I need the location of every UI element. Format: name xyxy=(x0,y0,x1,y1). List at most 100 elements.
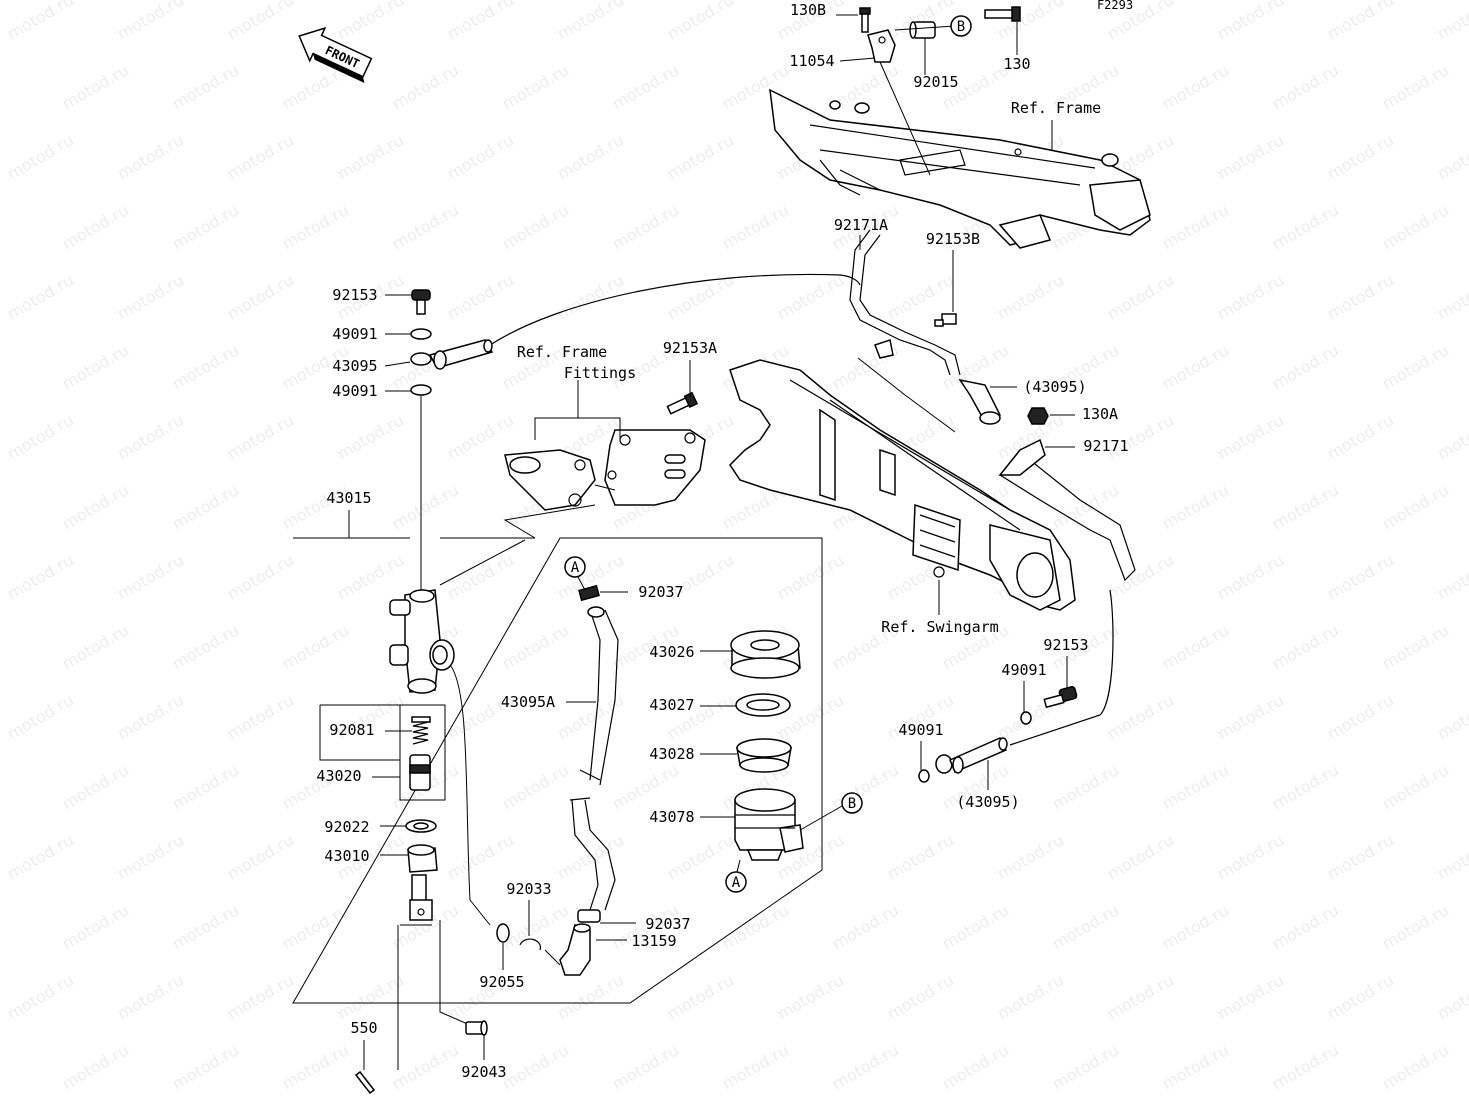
watermark-text: motod.ru xyxy=(499,620,572,673)
watermark-text: motod.ru xyxy=(4,270,77,323)
watermark-text: motod.ru xyxy=(4,0,77,43)
watermark-text: motod.ru xyxy=(1434,130,1469,183)
boot-43010 xyxy=(407,844,438,873)
watermark-text: motod.ru xyxy=(1434,970,1469,1023)
watermark-text: motod.ru xyxy=(224,550,297,603)
callout-b-bottom: B xyxy=(841,792,863,814)
watermark-text: motod.ru xyxy=(114,830,187,883)
watermark-text: motod.ru xyxy=(1379,620,1452,673)
watermark-text: motod.ru xyxy=(1379,900,1452,953)
watermark-text: motod.ru xyxy=(499,60,572,113)
watermark-text: motod.ru xyxy=(334,970,407,1023)
watermark-text: motod.ru xyxy=(1159,620,1232,673)
watermark-text: motod.ru xyxy=(334,130,407,183)
watermark-text: motod.ru xyxy=(1214,130,1287,183)
watermark-text: motod.ru xyxy=(4,410,77,463)
watermark-text: motod.ru xyxy=(499,200,572,253)
cotter-pin-550 xyxy=(354,1070,376,1095)
watermark-text: motod.ru xyxy=(1214,270,1287,323)
swingarm xyxy=(729,359,1076,611)
watermark-text: motod.ru xyxy=(499,760,572,813)
hose-43095a xyxy=(569,606,619,911)
watermark-text: motod.ru xyxy=(774,270,847,323)
watermark-text: motod.ru xyxy=(719,900,792,953)
washer-49091-a xyxy=(410,328,432,340)
watermark-text: motod.ru xyxy=(279,900,352,953)
washer-49091-b xyxy=(410,384,432,396)
watermark-text: motod.ru xyxy=(884,830,957,883)
watermark-text: motod.ru xyxy=(169,1040,242,1093)
watermark-text: motod.ru xyxy=(169,760,242,813)
watermark-text: motod.ru xyxy=(1434,410,1469,463)
watermark-text: motod.ru xyxy=(1104,830,1177,883)
watermark-text: motod.ru xyxy=(1159,480,1232,533)
watermark-text: motod.ru xyxy=(1159,760,1232,813)
circlip-92033 xyxy=(519,938,542,951)
master-cylinder-43015 xyxy=(389,589,455,694)
bolt-92153-right xyxy=(1043,686,1078,709)
bolt-92153a xyxy=(666,391,699,415)
lbl-92153-top: 92153 xyxy=(332,286,377,304)
fitting-43095-bottom xyxy=(935,737,1008,774)
watermark-text: motod.ru xyxy=(1269,1040,1342,1093)
watermark-text: motod.ru xyxy=(1269,900,1342,953)
watermark-text: motod.ru xyxy=(389,60,462,113)
watermark-text: motod.ru xyxy=(609,60,682,113)
lbl-43027: 43027 xyxy=(649,696,694,714)
piston-43020 xyxy=(409,754,431,791)
lbl-13159: 13159 xyxy=(631,932,676,950)
collar-92015 xyxy=(909,21,936,39)
pedal-rod-92171a xyxy=(849,229,961,376)
watermark-text: motod.ru xyxy=(169,60,242,113)
watermark-text: motod.ru xyxy=(114,550,187,603)
watermark-text: motod.ru xyxy=(4,970,77,1023)
lbl-92037-top: 92037 xyxy=(638,583,683,601)
watermark-text: motod.ru xyxy=(1324,410,1397,463)
watermark-text: motod.ru xyxy=(59,620,132,673)
watermark-text: motod.ru xyxy=(1269,760,1342,813)
watermark-text: motod.ru xyxy=(444,130,517,183)
lbl-43095a: 43095A xyxy=(501,693,555,711)
watermark-text: motod.ru xyxy=(4,830,77,883)
lbl-49091-right-a: 49091 xyxy=(1001,661,1046,679)
watermark-text: motod.ru xyxy=(554,0,627,43)
washer-49091-right-b xyxy=(918,769,930,783)
reservoir-43078 xyxy=(734,788,804,861)
watermark-text: motod.ru xyxy=(829,760,902,813)
watermark-text: motod.ru xyxy=(389,480,462,533)
watermark-text: motod.ru xyxy=(4,130,77,183)
watermark-text: motod.ru xyxy=(1434,0,1469,43)
watermark-text: motod.ru xyxy=(1104,550,1177,603)
watermark-text: motod.ru xyxy=(224,690,297,743)
bolt-92153b xyxy=(934,313,957,327)
watermark-text: motod.ru xyxy=(444,270,517,323)
nut-130a xyxy=(1027,407,1049,425)
watermark-text: motod.ru xyxy=(59,760,132,813)
watermark-text: motod.ru xyxy=(1379,200,1452,253)
watermark-text: motod.ru xyxy=(389,200,462,253)
lbl-130b: 130B xyxy=(790,1,826,19)
lbl-92043: 92043 xyxy=(461,1063,506,1081)
watermark-text: motod.ru xyxy=(774,970,847,1023)
lbl-ref-frame-top: Ref. Frame xyxy=(1011,99,1101,117)
lbl-550: 550 xyxy=(350,1019,377,1037)
bolt-130 xyxy=(984,6,1021,22)
lbl-43095-paren-top: (43095) xyxy=(1023,378,1086,396)
watermark-text: motod.ru xyxy=(1049,760,1122,813)
watermark-text: motod.ru xyxy=(664,830,737,883)
watermark-text: motod.ru xyxy=(279,620,352,673)
watermark-text: motod.ru xyxy=(1379,760,1452,813)
fitting-43095-top xyxy=(410,339,494,370)
watermark-text: motod.ru xyxy=(664,0,737,43)
callout-b-top: B xyxy=(950,15,972,37)
front-arrow-icon: FRONT xyxy=(298,26,373,83)
watermark-text: motod.ru xyxy=(224,0,297,43)
watermark-text: motod.ru xyxy=(499,900,572,953)
watermark-text: motod.ru xyxy=(829,1040,902,1093)
callout-a-bottom: A xyxy=(725,871,747,893)
fitting-43095-upper-right xyxy=(958,378,1002,425)
lbl-92081: 92081 xyxy=(329,721,374,739)
lbl-92153-right: 92153 xyxy=(1043,636,1088,654)
frame-fittings-bracket xyxy=(504,429,706,511)
lbl-92037-bottom: 92037 xyxy=(645,915,690,933)
